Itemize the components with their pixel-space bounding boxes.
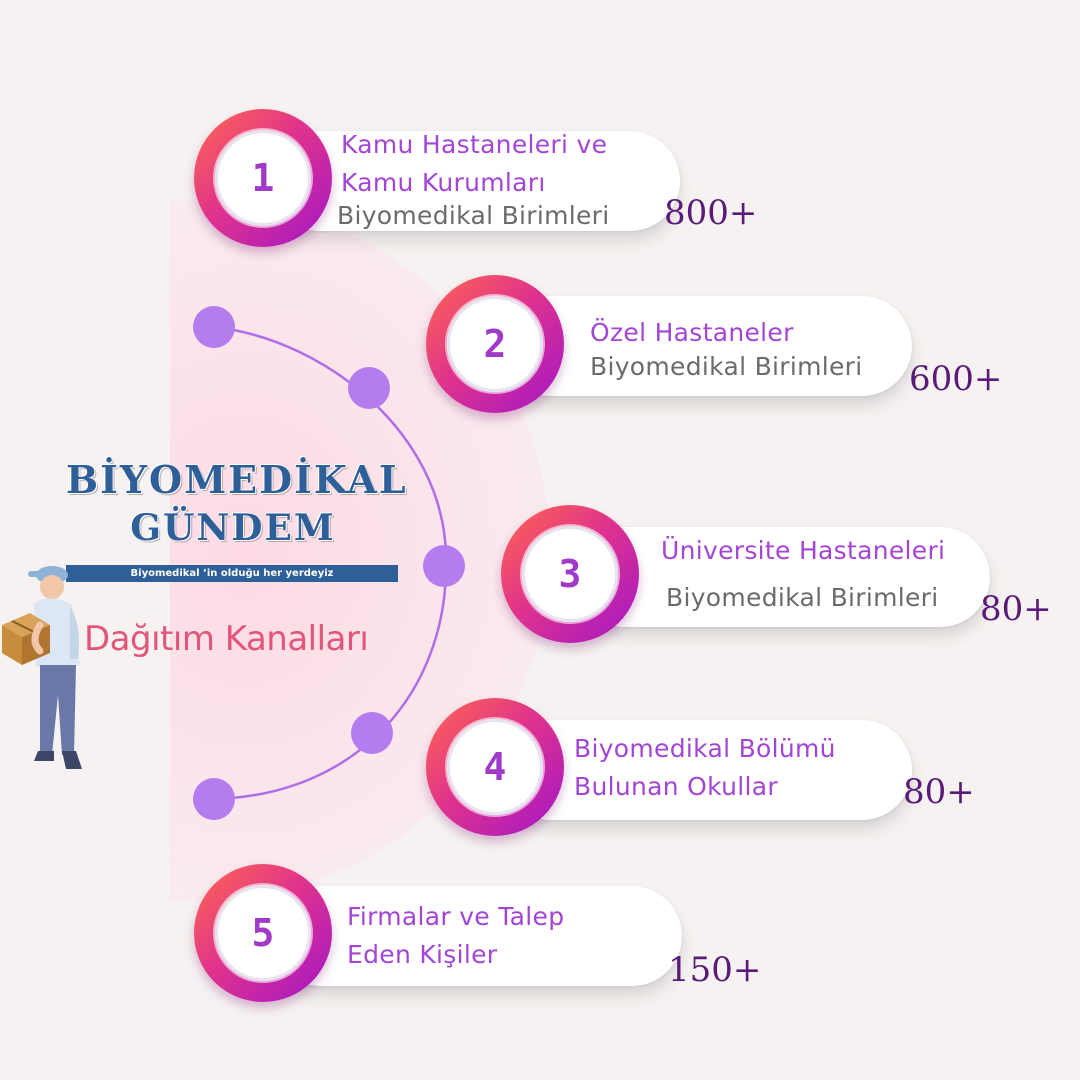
channel-1-count: 800+ [664, 193, 758, 233]
arc-dot-1 [193, 306, 235, 348]
channel-card-4 [500, 720, 912, 820]
brand-tagline: Biyomedikal ’in olduğu her yerdeyiz [66, 565, 398, 582]
channel-5-line-2: Eden Kişiler [347, 940, 498, 969]
number-badge-1: 1 [194, 109, 332, 247]
number-badge-5: 5 [194, 864, 332, 1002]
courier-illustration [2, 566, 82, 769]
channel-2-count: 600+ [909, 359, 1003, 399]
channel-4-line-1: Biyomedikal Bölümü [574, 734, 836, 763]
brand-title-line1: BİYOMEDİKAL [66, 457, 408, 502]
number-label-5: 5 [251, 911, 275, 955]
channel-4-line-2: Bulunan Okullar [574, 772, 778, 801]
arc-dot-3 [423, 545, 465, 587]
arc-dot-4 [351, 712, 393, 754]
number-label-3: 3 [558, 552, 582, 596]
channel-1-line-3: Biyomedikal Birimleri [337, 201, 610, 230]
number-label-1: 1 [251, 156, 275, 200]
channel-2-line-1: Özel Hastaneler [590, 318, 794, 347]
arc-dot-2 [348, 367, 390, 409]
number-badge-3: 3 [501, 505, 639, 643]
number-label-4: 4 [483, 745, 507, 789]
section-title: Dağıtım Kanalları [84, 619, 369, 659]
channel-1-line-1: Kamu Hastaneleri ve [341, 130, 608, 159]
channel-card-1 [270, 131, 680, 231]
number-label-2: 2 [483, 322, 507, 366]
number-badge-4: 4 [426, 698, 564, 836]
channel-1-line-2: Kamu Kurumları [341, 168, 546, 197]
channel-2-line-2: Biyomedikal Birimleri [590, 352, 863, 381]
channel-card-3 [574, 527, 990, 627]
channel-4-count: 80+ [903, 772, 975, 812]
brand-logo: BİYOMEDİKAL GÜNDEM [66, 455, 408, 551]
channel-3-count: 80+ [980, 589, 1052, 629]
channel-3-line-1: Üniversite Hastaneleri [661, 536, 946, 565]
channel-3-line-2: Biyomedikal Birimleri [666, 583, 939, 612]
channel-5-line-1: Firmalar ve Talep [347, 902, 565, 931]
arc-dot-5 [193, 778, 235, 820]
channel-card-2 [500, 296, 912, 396]
channel-5-count: 150+ [668, 950, 762, 990]
number-badge-2: 2 [426, 275, 564, 413]
brand-title-line2: GÜNDEM [130, 507, 336, 549]
channel-card-5 [270, 886, 682, 986]
